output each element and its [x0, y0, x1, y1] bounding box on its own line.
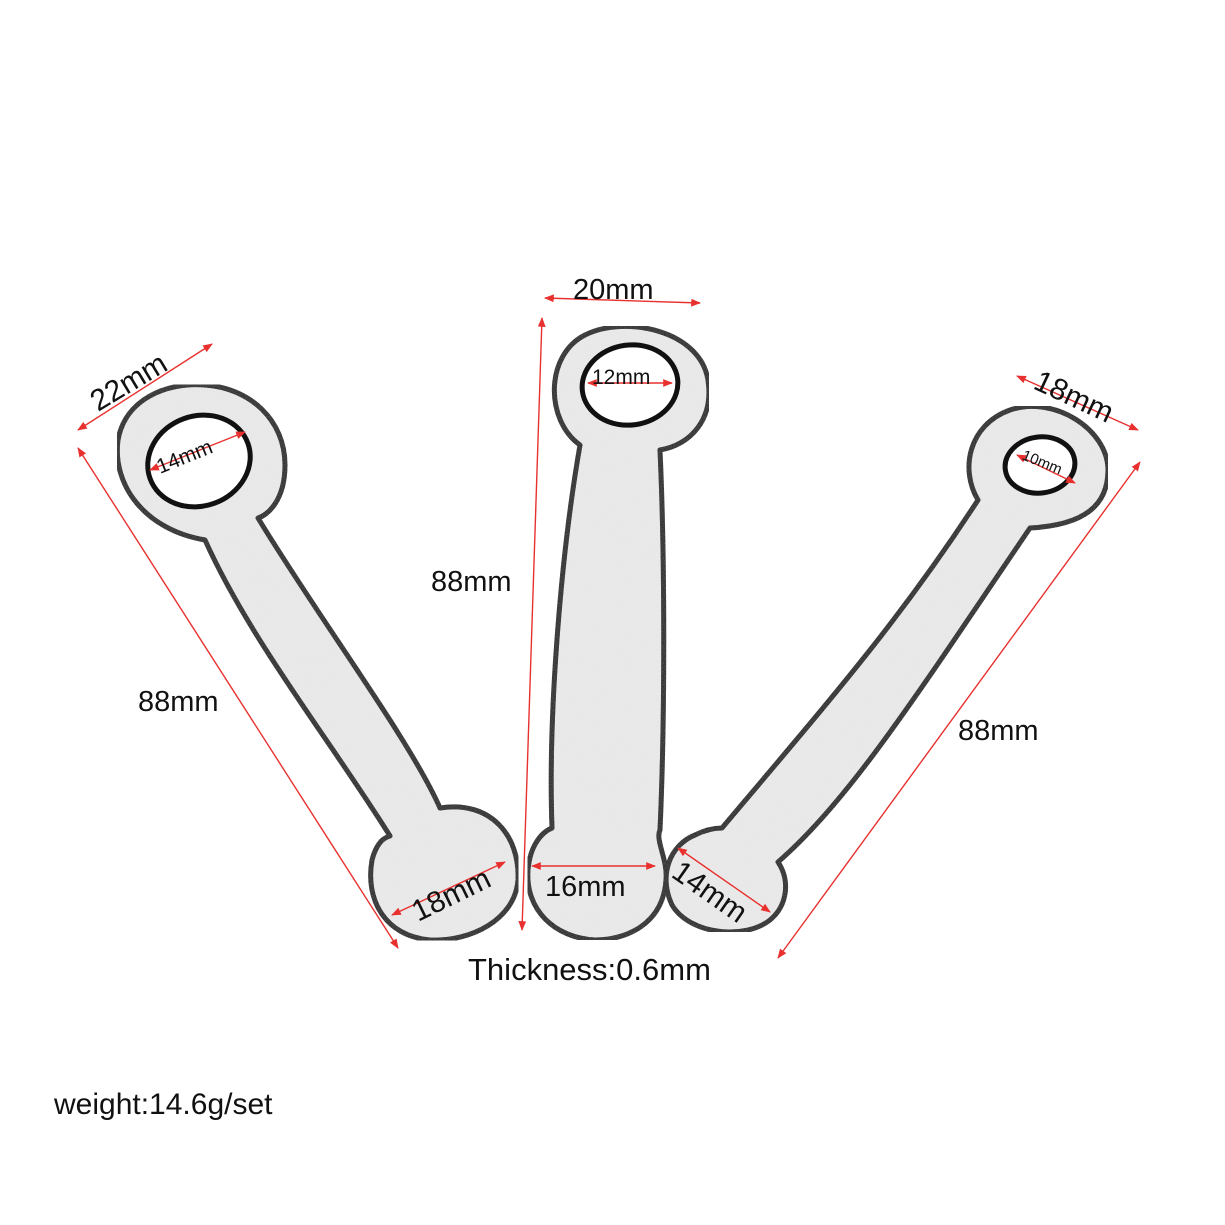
right-end-dimension-line	[677, 847, 771, 913]
left-end-dimension-line	[391, 861, 506, 916]
middle-width-dimension-line	[544, 294, 701, 307]
thickness-note: Thickness:0.6mm	[468, 952, 711, 987]
right-length-dimension-line	[777, 461, 1141, 959]
middle-width-label: 20mm	[573, 274, 654, 306]
middle-hole-label: 12mm	[592, 366, 650, 389]
left-length-dimension-line	[77, 447, 399, 949]
dimension-lines	[77, 294, 1141, 959]
left-width-dimension-line	[77, 343, 213, 431]
middle-end-label: 16mm	[545, 871, 626, 903]
right-width-dimension-line	[1016, 375, 1139, 431]
middle-length-dimension-line	[518, 317, 546, 931]
middle-length-label: 88mm	[431, 566, 512, 598]
left-length-label: 88mm	[138, 686, 219, 718]
weight-note: weight:14.6g/set	[54, 1088, 273, 1121]
right-length-label: 88mm	[958, 715, 1039, 747]
middle-tab-body	[525, 323, 712, 943]
right-tab	[663, 403, 1111, 935]
